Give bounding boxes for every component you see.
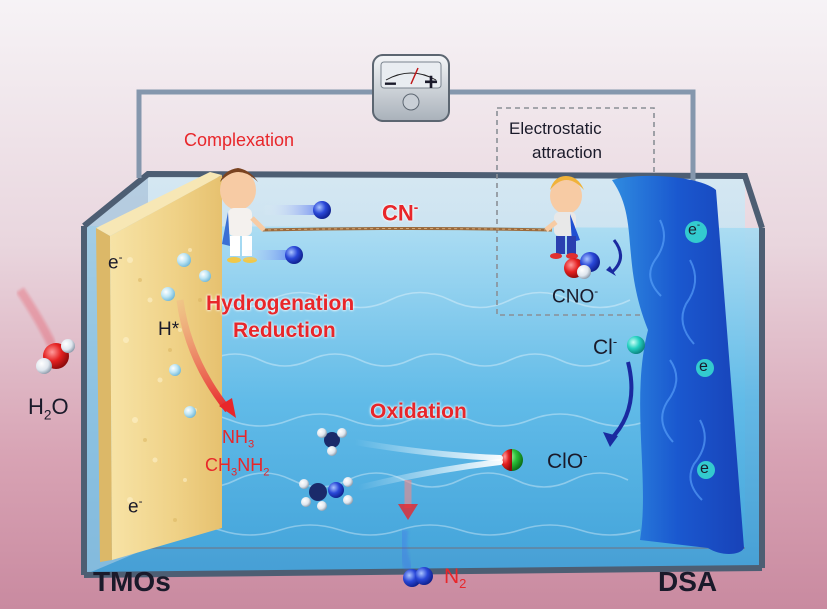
label-cno: CNO- <box>552 285 599 308</box>
electrostatic-box <box>496 107 655 316</box>
label-oxidation: Oxidation <box>370 400 467 423</box>
label-h2o: H2O <box>28 394 69 423</box>
voltmeter-plus: + <box>424 69 439 96</box>
ammonia-molecule-icon <box>317 428 347 456</box>
hydrogen-bubbles <box>161 253 211 418</box>
cn-ion-icon <box>236 201 331 264</box>
child-right-icon <box>544 176 584 259</box>
hydrogenation-arrow-icon <box>176 299 236 418</box>
electron-dots <box>685 221 715 479</box>
label-nh3: NH3 <box>222 427 255 451</box>
label-cl-ion: Cl- <box>593 334 618 359</box>
anode-dsa-electrode <box>612 175 744 554</box>
cl-arrow-icon <box>608 361 634 442</box>
label-complexation: Complexation <box>184 130 295 150</box>
label-ch3nh2: CH3NH2 <box>205 455 270 479</box>
n2-arrow-icon <box>398 480 418 520</box>
label-electron-right-mid: e <box>699 358 708 375</box>
tank-frame <box>82 170 765 229</box>
label-reduction: Reduction <box>233 319 336 342</box>
tank-water <box>84 226 762 575</box>
methylamine-molecule-icon <box>299 477 353 511</box>
label-electron-left-top: e- <box>108 251 123 274</box>
voltmeter-minus: − <box>384 71 397 96</box>
oxidation-streaks <box>352 439 503 491</box>
label-hydrogenation: Hydrogenation <box>206 292 355 315</box>
cno-arrow-icon <box>610 239 622 274</box>
rope-icon <box>261 227 553 232</box>
label-electron-right-bottom: e <box>700 460 709 477</box>
label-electron-left-bottom: e- <box>128 495 143 518</box>
n2-molecule-icon <box>398 529 433 587</box>
label-cn-ion: CN- <box>382 200 419 226</box>
label-electrostatic-line1: Electrostatic <box>509 119 602 138</box>
water-molecule-icon <box>16 287 75 374</box>
label-electron-right-top: e- <box>688 220 701 239</box>
voltmeter-icon <box>372 54 450 122</box>
label-n2: N2 <box>444 565 467 592</box>
cno-molecule-icon <box>564 252 600 279</box>
clo-molecule-icon <box>501 449 523 471</box>
label-electrostatic-line2: attraction <box>532 143 602 162</box>
label-clo: ClO- <box>547 448 588 473</box>
label-tmos: TMOs <box>93 566 171 597</box>
circuit-wires <box>136 89 696 195</box>
child-left-icon <box>220 168 266 263</box>
label-h-star: H* <box>158 319 180 340</box>
label-dsa: DSA <box>658 566 718 597</box>
cl-ion-icon <box>627 336 645 354</box>
cathode-tmos-electrode <box>96 172 222 562</box>
